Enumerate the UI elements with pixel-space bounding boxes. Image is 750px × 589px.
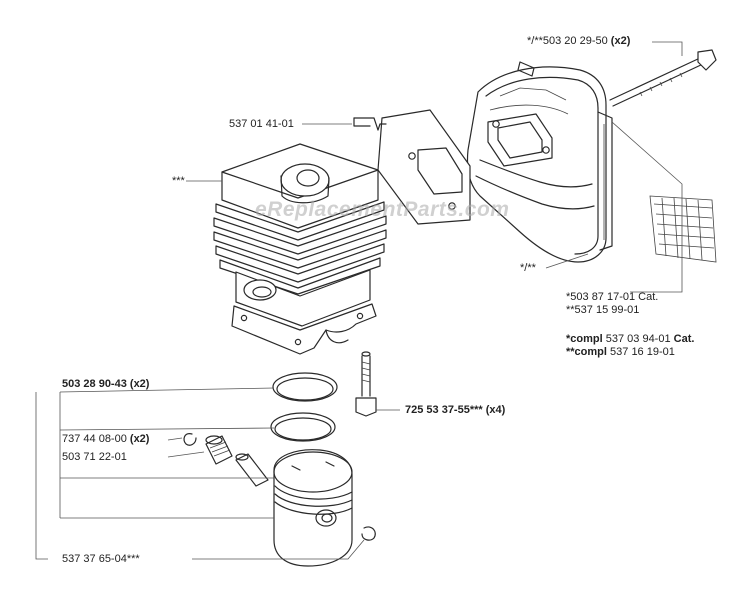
circlip-right bbox=[361, 526, 376, 541]
label-muffler-mark: */** bbox=[520, 262, 536, 274]
piston-pin bbox=[235, 453, 269, 487]
label-ring: 503 28 90-43 (x2) bbox=[62, 378, 149, 391]
piston-rings bbox=[270, 372, 338, 442]
label-compl-2: **compl 537 16 19-01 bbox=[566, 346, 675, 359]
watermark: eReplacementParts.com bbox=[255, 198, 510, 221]
label-compl-1-prefix: *compl bbox=[566, 333, 603, 345]
bolt-top bbox=[609, 49, 717, 107]
label-ring-number: 503 28 90-43 bbox=[62, 378, 127, 390]
label-cylinder: *** bbox=[172, 175, 185, 187]
cylinder bbox=[213, 143, 387, 355]
leader-lines bbox=[35, 41, 683, 560]
label-bolt-top: */**503 20 29-50 (x2) bbox=[527, 35, 630, 48]
label-bolt-top-qty: (x2) bbox=[610, 35, 631, 47]
label-circlip: 737 44 08-00 (x2) bbox=[62, 433, 149, 446]
label-ring-qty: (x2) bbox=[129, 378, 150, 390]
label-muffler-1: *503 87 17-01 Cat. bbox=[566, 291, 659, 303]
label-circlip-qty: (x2) bbox=[129, 433, 150, 445]
label-bolt-bottom: 725 53 37-55*** (x4) bbox=[405, 404, 505, 417]
label-compl-1-number: 537 03 94-01 bbox=[605, 333, 671, 345]
label-muffler-2: **537 15 99-01 bbox=[566, 304, 640, 316]
label-bolt-top-number: */**503 20 29-50 bbox=[527, 35, 608, 47]
label-bolt-bottom-number: 725 53 37-55*** bbox=[405, 404, 483, 416]
heat-shield-mesh bbox=[649, 195, 717, 263]
muffler bbox=[466, 61, 613, 263]
label-compl-1: *compl 537 03 94-01 Cat. bbox=[566, 333, 694, 346]
label-compl-2-number: 537 16 19-01 bbox=[610, 346, 675, 358]
circlip-left bbox=[183, 433, 197, 446]
label-compl-1-suffix: Cat. bbox=[673, 333, 695, 345]
label-bearing: 503 71 22-01 bbox=[62, 451, 127, 463]
label-circlip-number: 737 44 08-00 bbox=[62, 433, 127, 445]
label-bolt-bottom-qty: (x4) bbox=[485, 404, 506, 416]
label-piston: 537 37 65-04*** bbox=[62, 553, 140, 565]
piston bbox=[273, 449, 353, 567]
label-compl-2-prefix: **compl bbox=[566, 346, 607, 358]
bolt-bottom bbox=[355, 351, 377, 417]
needle-bearing bbox=[205, 435, 233, 465]
label-bracket: 537 01 41-01 bbox=[229, 118, 294, 130]
